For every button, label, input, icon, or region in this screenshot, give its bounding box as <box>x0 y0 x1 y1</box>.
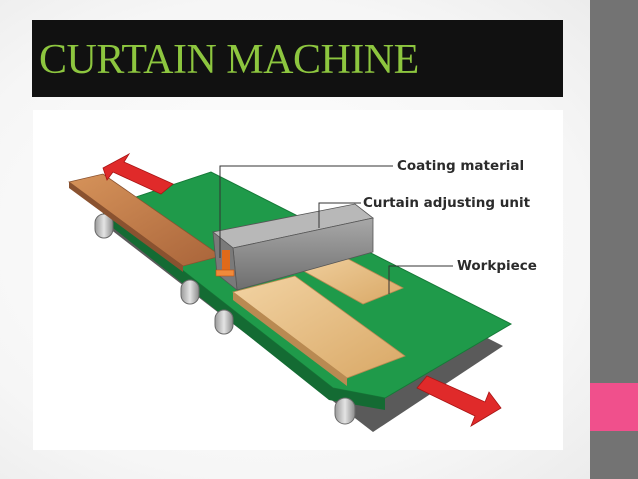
page-title: CURTAIN MACHINE <box>39 37 419 83</box>
accent-tab <box>590 383 638 431</box>
label-workpiece: Workpiece <box>457 258 537 274</box>
label-curtain-adjusting-unit: Curtain adjusting unit <box>363 195 531 211</box>
roller-3 <box>214 309 234 335</box>
outgoing-direction-arrow <box>102 152 174 195</box>
curtain-unit-leader <box>318 202 361 228</box>
roller-2 <box>180 279 200 305</box>
coating-curtain <box>222 250 230 276</box>
curtain-machine-diagram: Coating material Curtain adjusting unit … <box>33 110 563 450</box>
coating-material-leader <box>219 165 393 258</box>
title-bar <box>32 20 563 97</box>
roller-1 <box>94 213 114 239</box>
incoming-direction-arrow <box>416 375 502 427</box>
label-coating-material: Coating material <box>397 158 524 174</box>
workpiece-leader <box>388 265 453 294</box>
roller-4 <box>334 397 356 425</box>
uncoated-workpiece <box>232 275 406 379</box>
